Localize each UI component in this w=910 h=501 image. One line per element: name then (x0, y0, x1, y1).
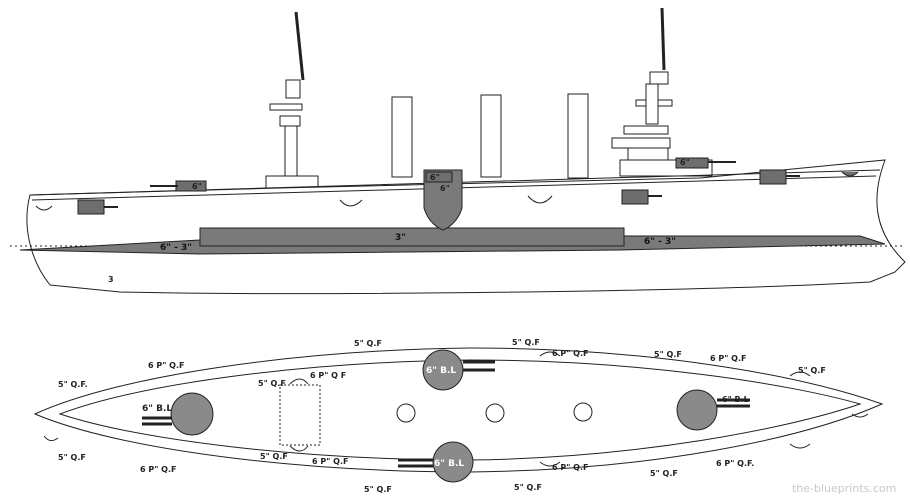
qf-label-mid-6pqf-top: 6 P" Q F (310, 371, 346, 380)
turret-fwd-label: 6" B.L (142, 404, 172, 414)
foremast (269, 11, 305, 177)
watermark: the-blueprints.com (792, 482, 896, 495)
qf-label-mid-5qf-bottom: 5" Q.F (260, 452, 288, 461)
qf-label-top-5qf-4: 5" Q.F (798, 366, 826, 375)
casemate-3 (621, 189, 649, 205)
funnel-3 (567, 93, 589, 179)
qf-label-bottom-6pqf-3: 6 P" Q.F. (716, 459, 754, 468)
funnel-top-3 (573, 402, 593, 422)
qf-label-mid-6pqf-bottom: 6 P" Q.F (312, 457, 348, 466)
side-elevation (10, 7, 906, 295)
hull-mark: 3 (108, 275, 114, 284)
qf-label-top-5qf-3: 5" Q.F (654, 350, 682, 359)
casemate-label-2: 6" (430, 173, 440, 182)
turret-aft (676, 389, 718, 431)
turret-bottom-label: 6" B.L (434, 459, 464, 469)
qf-label-bow-bottom: 5" Q.F (58, 453, 86, 462)
casemate-label-3: 6" (440, 184, 450, 193)
belt-label-mid: 3" (395, 233, 406, 243)
deck-outline (33, 347, 884, 473)
casemate-label-1: 6" (192, 182, 202, 191)
funnel-1 (391, 96, 413, 178)
qf-label-top-6pqf-1: 6 P" Q.F (148, 361, 184, 370)
qf-label-top-5qf-1: 5" Q.F (354, 339, 382, 348)
turret-aft-label: 6" B.L (722, 395, 749, 404)
qf-label-bow-top: 5" Q.F. (58, 380, 88, 389)
funnel-top-1 (396, 403, 416, 423)
casemate-fwd (77, 199, 105, 215)
funnel-2 (480, 94, 502, 178)
armor-belt-main (199, 227, 625, 247)
casemate-4 (759, 169, 787, 185)
bridge-deckhouse (265, 175, 319, 189)
casemate-6 (425, 171, 453, 183)
qf-label-top-6pqf-3: 6 P" Q.F (710, 354, 746, 363)
qf-label-bottom-6pqf-1: 6 P" Q.F (140, 465, 176, 474)
turret-fwd (170, 392, 214, 436)
turret-bottom (432, 441, 474, 483)
qf-label-mid-5qf-top: 5" Q.F (258, 379, 286, 388)
belt-label-fwd: 6" - 3" (160, 243, 192, 253)
qf-label-bottom-5qf-3: 5" Q.F (650, 469, 678, 478)
qf-label-top-6pqf-2: 6 P" Q.F (552, 349, 588, 358)
mainmast (611, 7, 673, 177)
turret-top-label: 6" B.L (426, 366, 456, 376)
funnel-top-2 (485, 403, 505, 423)
qf-label-top-5qf-2: 5" Q.F (512, 338, 540, 347)
central-shield-casemate (423, 169, 463, 231)
hull-outline (26, 159, 906, 295)
qf-label-bottom-6pqf-2: 6 P" Q.F (552, 463, 588, 472)
qf-label-bottom-5qf-1: 5" Q.F (364, 485, 392, 494)
qf-label-bottom-5qf-2: 5" Q.F (514, 483, 542, 492)
casemate-label-4: 6" (680, 158, 690, 167)
bridge-plan (279, 384, 321, 446)
belt-label-aft: 6" - 3" (644, 237, 676, 247)
plan-view (33, 347, 884, 483)
